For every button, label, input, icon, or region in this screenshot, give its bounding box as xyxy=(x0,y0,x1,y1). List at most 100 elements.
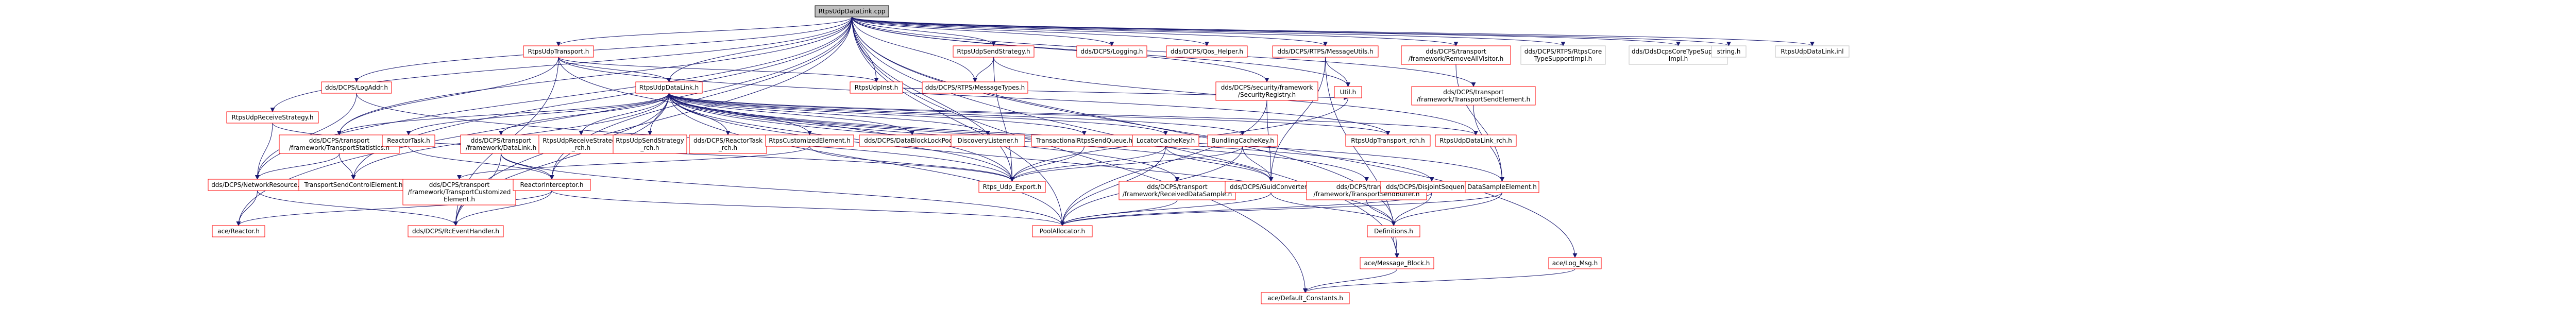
node-label: ReactorInterceptor.h xyxy=(520,181,584,188)
edge-root-to-transport_h xyxy=(556,16,852,46)
node-tsce[interactable]: TransportSendControlElement.h xyxy=(298,179,409,191)
node-default_constants[interactable]: ace/Default_Constants.h xyxy=(1261,292,1350,304)
node-recv_sample[interactable]: dds/DCPS/transport/framework/ReceivedDat… xyxy=(1118,181,1236,200)
node-box xyxy=(1076,45,1147,58)
edge-transport_stats-to-tsce xyxy=(339,153,356,180)
node-locator_cache[interactable]: LocatorCacheKey.h xyxy=(1132,134,1199,147)
node-sec_registry[interactable]: dds/DCPS/security/framework/SecurityRegi… xyxy=(1215,81,1318,101)
node-udp_datalink_rch[interactable]: RtpsUdpDataLink_rch.h xyxy=(1435,134,1517,147)
node-box xyxy=(1435,134,1517,147)
node-block_pool[interactable]: dds/DCPS/DataBlockLockPool.h xyxy=(859,134,965,147)
edge-root-to-removeall xyxy=(852,16,1459,46)
node-log_msg[interactable]: ace/Log_Msg.h xyxy=(1548,257,1602,269)
node-rc_event_handler[interactable]: dds/DCPS/RcEventHandler.h xyxy=(408,225,504,237)
node-label: RtpsUdpReceiveStrategy.h xyxy=(231,114,313,121)
node-label: dds/DCPS/transport xyxy=(1426,48,1486,55)
node-logging[interactable]: dds/DCPS/Logging.h xyxy=(1076,45,1147,58)
node-msgtypes[interactable]: dds/DCPS/RTPS/MessageTypes.h xyxy=(922,81,1028,94)
edge-msgutils-to-guid_converter xyxy=(1268,57,1326,182)
node-label: /framework/RemoveAllVisitor.h xyxy=(1409,55,1503,62)
node-removeall[interactable]: dds/DCPS/transport/framework/RemoveAllVi… xyxy=(1401,45,1511,65)
node-inst_h[interactable]: RtpsUdpInst.h xyxy=(850,81,903,94)
node-recv_rch[interactable]: RtpsUdpReceiveStrategy_rch.h xyxy=(538,134,624,154)
node-box xyxy=(513,179,591,191)
node-recvstrat[interactable]: RtpsUdpReceiveStrategy.h xyxy=(226,111,319,124)
node-transport_stats[interactable]: dds/DCPS/transport/framework/TransportSt… xyxy=(279,134,400,154)
node-label: /framework/TransportCustomized xyxy=(408,188,511,196)
edge-log_msg-to-default_constants xyxy=(1303,268,1575,293)
node-label: RtpsUdpSendStrategy xyxy=(616,137,684,144)
edge-reactor_interceptor-to-rc_event_handler xyxy=(453,190,552,226)
node-box xyxy=(1775,45,1850,58)
node-label: dds/DCPS/RcEventHandler.h xyxy=(412,228,499,235)
node-datalink_h[interactable]: RtpsUdpDataLink.h xyxy=(635,81,703,94)
edge-message_block-to-default_constants xyxy=(1303,268,1397,293)
node-label: string.h xyxy=(1717,48,1741,55)
node-label: dds/DCPS/ReactorTask xyxy=(693,137,762,144)
node-label: Util.h xyxy=(1340,89,1357,96)
edge-root-to-reactor_interceptor xyxy=(549,16,852,180)
node-label: /framework/TransportStatistics.h xyxy=(289,144,389,151)
node-disc_listener[interactable]: DiscoveryListener.h xyxy=(951,134,1025,147)
node-label: _rch.h xyxy=(718,144,737,151)
node-label: Impl.h xyxy=(1669,55,1688,62)
node-box xyxy=(815,5,889,18)
node-tce[interactable]: dds/DCPS/transport/framework/TransportCu… xyxy=(402,179,516,205)
node-trans_queue[interactable]: TransactionalRtpsSendQueue.h xyxy=(1031,134,1138,147)
node-rtask_rch[interactable]: dds/DCPS/ReactorTask_rch.h xyxy=(689,134,767,154)
node-udp_transport_rch[interactable]: RtpsUdpTransport_rch.h xyxy=(1345,134,1431,147)
node-reactortask[interactable]: ReactorTask.h xyxy=(382,134,435,147)
node-loggable[interactable]: dds/DCPS/LogAddr.h xyxy=(321,81,392,94)
node-label: dds/DCPS/DataBlockLockPool.h xyxy=(864,137,960,144)
node-bundling_cache[interactable]: BundlingCacheKey.h xyxy=(1207,134,1278,147)
node-label: dds/DCPS/RTPS/MessageTypes.h xyxy=(925,84,1025,91)
node-box xyxy=(689,134,767,154)
node-send_rch[interactable]: RtpsUdpSendStrategy_rch.h xyxy=(613,134,687,154)
node-pool_allocator[interactable]: PoolAllocator.h xyxy=(1032,225,1093,237)
node-network_resource[interactable]: dds/DCPS/NetworkResource.h xyxy=(208,179,307,191)
node-util_h[interactable]: Util.h xyxy=(1334,86,1362,98)
node-transport_h[interactable]: RtpsUdpTransport.h xyxy=(523,45,594,58)
node-label: dds/DdsDcpsCoreTypeSupport xyxy=(1632,48,1725,55)
node-box xyxy=(1132,134,1199,147)
node-rtps_export[interactable]: Rtps_Udp_Export.h xyxy=(978,181,1046,193)
edge-bundling_cache-to-guid_converter xyxy=(1242,146,1274,182)
node-box xyxy=(1261,292,1350,304)
node-rtps_custom_el[interactable]: RtpsCustomizedElement.h xyxy=(765,134,854,147)
edge-bundling_cache-to-rtps_export xyxy=(1010,146,1243,182)
node-reactor_interceptor[interactable]: ReactorInterceptor.h xyxy=(513,179,591,191)
node-msgutils[interactable]: dds/DCPS/RTPS/MessageUtils.h xyxy=(1272,45,1379,58)
node-guid_converter[interactable]: dds/DCPS/GuidConverter.h xyxy=(1225,181,1317,193)
edge-datalink_h-to-bundling_cache xyxy=(669,93,1245,135)
edge-datalink_h-to-rc_event_handler xyxy=(453,93,669,226)
node-label: Element.h xyxy=(444,196,475,203)
node-box xyxy=(635,81,703,94)
edge-msgutils-to-message_block xyxy=(1325,57,1399,258)
node-box xyxy=(951,134,1025,147)
node-ace_reactor[interactable]: ace/Reactor.h xyxy=(212,225,265,237)
node-box xyxy=(382,134,435,147)
node-label: dds/DCPS/transport xyxy=(471,137,532,144)
node-root[interactable]: RtpsUdpDataLink.cpp xyxy=(815,5,889,18)
node-label: Definitions.h xyxy=(1374,228,1413,235)
node-label: RtpsUdpDataLink_rch.h xyxy=(1439,137,1512,144)
node-message_block[interactable]: ace/Message_Block.h xyxy=(1360,257,1434,269)
node-sendstrat[interactable]: RtpsUdpSendStrategy.h xyxy=(953,45,1035,58)
node-box xyxy=(1367,225,1420,237)
edge-root-to-transport_stats xyxy=(337,16,852,135)
node-disjoint_seq[interactable]: dds/DCPS/DisjointSequence.h xyxy=(1380,181,1483,193)
edge-root-to-dds_tsi xyxy=(852,16,1681,46)
node-data_sample_el[interactable]: DataSampleElement.h xyxy=(1465,181,1539,193)
node-box xyxy=(226,111,319,124)
edge-disjoint_seq-to-definitions xyxy=(1391,192,1432,226)
node-label: dds/DCPS/DisjointSequence.h xyxy=(1386,183,1478,191)
edge-reactor_interceptor-to-pool_allocator xyxy=(551,190,1065,226)
node-string_h: string.h xyxy=(1711,45,1747,58)
node-transport_send_el[interactable]: dds/DCPS/transport/framework/TransportSe… xyxy=(1411,86,1536,106)
node-dcps_datalink[interactable]: dds/DCPS/transport/framework/DataLink.h xyxy=(460,134,542,154)
node-box xyxy=(1711,45,1747,58)
node-box xyxy=(1118,181,1236,200)
node-definitions[interactable]: Definitions.h xyxy=(1367,225,1420,237)
node-qos_helper[interactable]: dds/DCPS/Qos_Helper.h xyxy=(1166,45,1248,58)
